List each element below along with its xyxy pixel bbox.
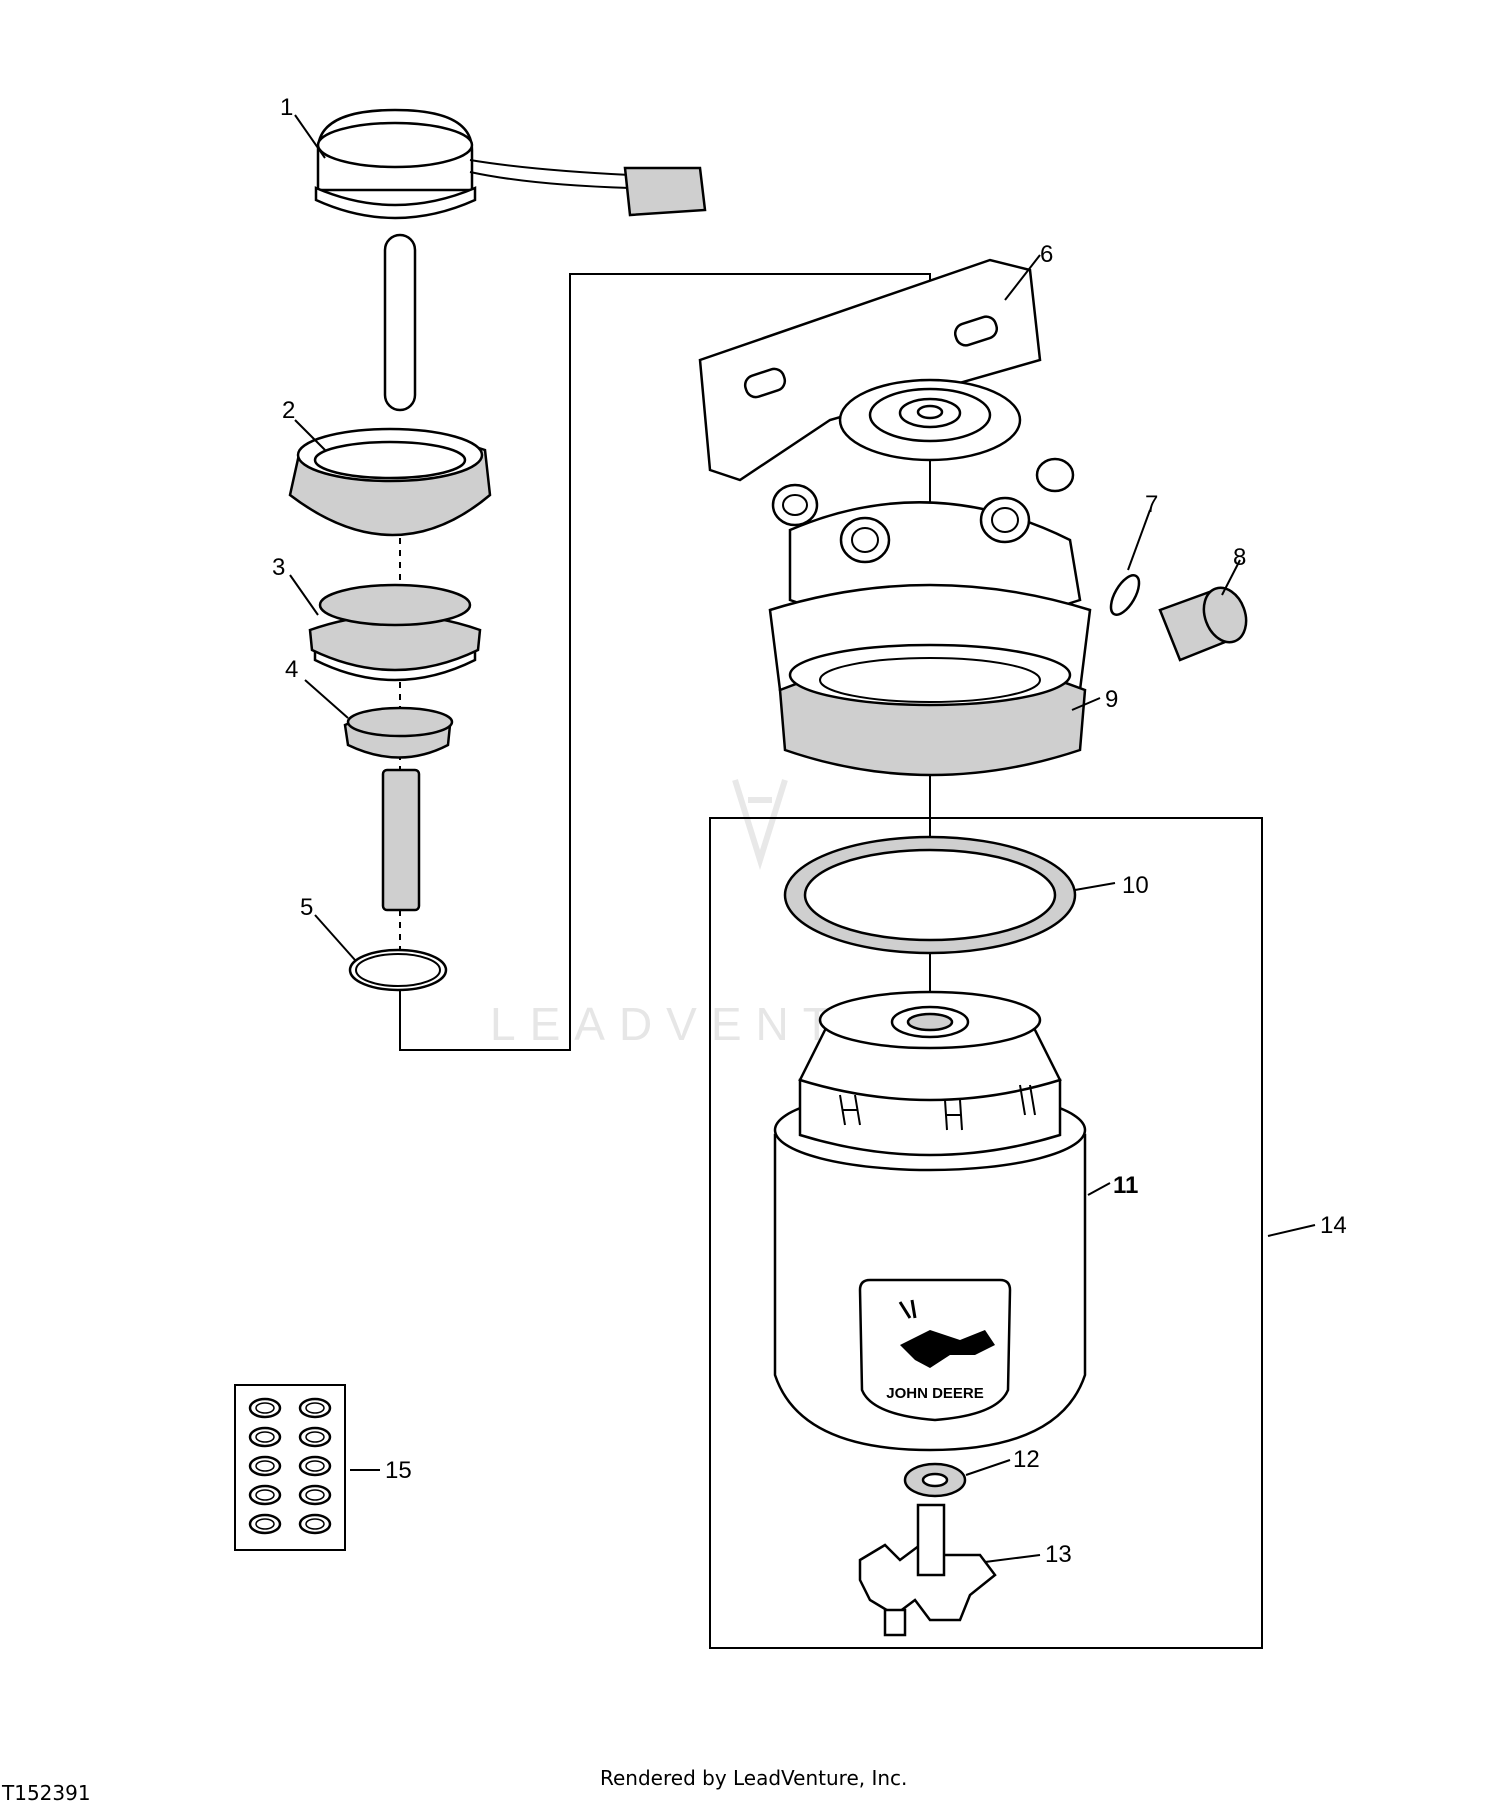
callout-14: 14 <box>1320 1212 1347 1239</box>
callout-3: 3 <box>272 554 285 581</box>
kit-o-ring-inner <box>255 1460 275 1472</box>
deer-icon <box>900 1330 995 1368</box>
logo-text: JOHN DEERE <box>886 1385 984 1402</box>
kit-o-ring-inner <box>255 1402 275 1414</box>
callout-labels: 1 2 3 4 5 6 7 8 9 10 11 12 13 14 15 <box>272 94 1347 1568</box>
callout-7: 7 <box>1145 491 1158 518</box>
part-12-washer <box>903 1462 967 1498</box>
figure-id: T152391 <box>1 1781 91 1805</box>
callout-13: 13 <box>1045 1541 1072 1568</box>
part-3-collar <box>308 583 482 682</box>
part-7-small-o-ring <box>1109 574 1141 616</box>
part-13-drain-knob <box>858 1503 997 1637</box>
callout-2: 2 <box>282 397 295 424</box>
callout-11: 11 <box>1113 1172 1138 1199</box>
kit-o-ring <box>298 1455 332 1477</box>
kit-o-ring-inner <box>305 1489 325 1501</box>
kit-o-ring-inner <box>305 1518 325 1530</box>
callout-10: 10 <box>1122 872 1149 899</box>
callout-6: 6 <box>1040 241 1053 268</box>
part-2-knurled-ring <box>288 427 492 537</box>
kit-o-ring-inner <box>255 1431 275 1443</box>
kit-o-ring <box>298 1484 332 1506</box>
part-15-o-ring-kit <box>234 1384 346 1551</box>
part-9-retaining-ring <box>778 643 1087 777</box>
part-8-plug <box>1158 586 1248 662</box>
callout-8: 8 <box>1233 544 1246 571</box>
callout-9: 9 <box>1105 686 1118 713</box>
kit-o-ring <box>248 1455 282 1477</box>
kit-o-ring <box>248 1426 282 1448</box>
john-deere-logo: JOHN DEERE <box>858 1278 1012 1422</box>
callout-4: 4 <box>285 656 298 683</box>
kit-o-ring <box>298 1426 332 1448</box>
part-10-gasket <box>783 835 1077 955</box>
part-4-float <box>343 706 454 912</box>
callout-15: 15 <box>385 1457 412 1484</box>
kit-o-ring <box>248 1397 282 1419</box>
part-1-sensor-cap <box>314 108 707 412</box>
kit-o-ring-inner <box>305 1431 325 1443</box>
kit-o-ring-inner <box>255 1489 275 1501</box>
kit-o-ring <box>298 1513 332 1535</box>
kit-o-ring-inner <box>255 1518 275 1530</box>
kit-box-14 <box>709 817 1263 1649</box>
callout-leaders <box>289 114 1316 1563</box>
kit-o-ring <box>248 1513 282 1535</box>
callout-12: 12 <box>1013 1446 1040 1473</box>
callout-5: 5 <box>300 894 313 921</box>
part-6-filter-head <box>698 258 1092 707</box>
kit-o-ring-inner <box>305 1402 325 1414</box>
footer-credit: Rendered by LeadVenture, Inc. <box>600 1766 907 1790</box>
kit-o-ring <box>298 1397 332 1419</box>
kit-o-ring <box>248 1484 282 1506</box>
kit-o-ring-inner <box>305 1460 325 1472</box>
part-5-o-ring <box>348 948 448 992</box>
callout-1: 1 <box>280 94 293 121</box>
